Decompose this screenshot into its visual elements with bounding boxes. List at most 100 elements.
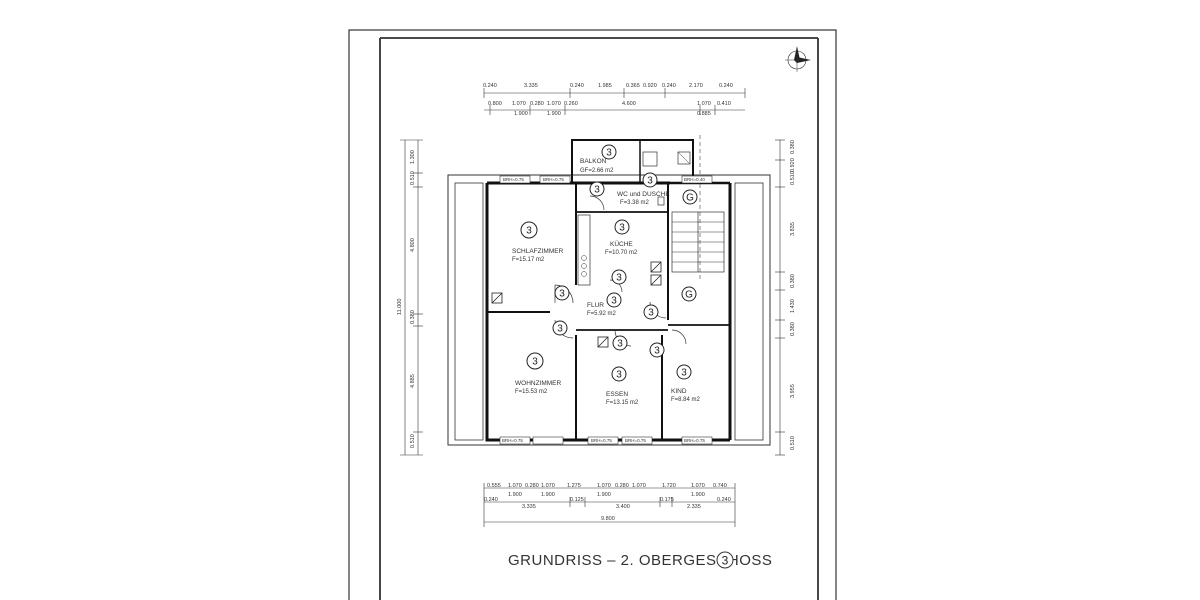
dim-bottom3-3: 0.125 [570, 497, 584, 503]
dim-bottom-5: 1.275 [567, 483, 581, 489]
dim-left-2: 0.510 [410, 171, 416, 185]
dim-top-1: 0.240 [483, 83, 497, 89]
kitchen-counter [577, 214, 591, 286]
bottom-dimensions: 0.555 1.070 0.280 1.070 1.275 1.070 0.28… [483, 483, 736, 527]
dim-bottom-3: 0.280 [525, 483, 539, 489]
unit-marker-3: 3 [616, 273, 622, 284]
room-area-wc: F=3.38 m2 [620, 200, 650, 206]
dim-bottom-6: 1.070 [597, 483, 611, 489]
sheet-border [348, 29, 837, 600]
dim-top-3: 0.240 [570, 83, 584, 89]
dim-right-7: 0.380 [790, 322, 796, 336]
window-label: BRH=0.75 [543, 177, 564, 182]
dim-top-8: 2.170 [689, 83, 703, 89]
unit-marker-3: 3 [559, 289, 565, 300]
dim-top2-3: 0.280 [530, 101, 544, 107]
dim-right-6: 1.430 [790, 299, 796, 313]
dim-top3-2: 1.900 [547, 111, 561, 117]
window-label: BRH=0.75 [684, 438, 705, 443]
dim-top-5: 0.365 [626, 83, 640, 89]
dim-right-4: 3.835 [790, 222, 796, 236]
room-area-kind: F=8.84 m2 [671, 397, 701, 403]
window-label: BRH=0.75 [591, 438, 612, 443]
dim-left-6: 0.510 [410, 434, 416, 448]
dim-left-3: 4.800 [410, 238, 416, 252]
dim-left-total: 11.000 [397, 299, 403, 315]
room-name-balkon: BALKON [580, 158, 607, 165]
dim-right-8: 3.955 [790, 384, 796, 398]
door-swing [589, 195, 605, 211]
dim-bottom-8: 1.070 [632, 483, 646, 489]
dim-top-7: 0.240 [662, 83, 676, 89]
room-name-essen: ESSEN [606, 391, 628, 398]
unit-marker-3: 3 [594, 185, 600, 196]
dim-bottom-total: 9.800 [601, 516, 615, 522]
dim-top2-2: 1.070 [512, 101, 526, 107]
dim-top2-6: 4.600 [622, 101, 636, 107]
room-name-flur: FLUR [587, 302, 604, 309]
unit-marker-3: 3 [654, 346, 660, 357]
dim-bottom-10: 1.070 [691, 483, 705, 489]
dim-bottom-9: 1.720 [662, 483, 676, 489]
dim-left-1: 1.300 [410, 150, 416, 164]
dim-right-9: 0.510 [790, 436, 796, 450]
unit-marker-3: 3 [606, 148, 612, 159]
dim-bottom3-5: 0.175 [660, 497, 674, 503]
dim-bottom-4: 1.070 [541, 483, 555, 489]
room-area-wohnzimmer: F=15.53 m2 [515, 389, 548, 395]
dim-top2-8: 0.410 [717, 101, 731, 107]
dim-top-9: 0.240 [719, 83, 733, 89]
dim-bottom2-3: 1.900 [597, 492, 611, 498]
dim-bottom-7: 0.280 [615, 483, 629, 489]
window-label: BRH=0.75 [625, 438, 646, 443]
right-dimensions: 0.380 0.920 0.510 3.835 0.380 1.430 0.38… [775, 139, 796, 456]
dim-left-4: 0.380 [410, 310, 416, 324]
window [587, 436, 619, 445]
unit-marker-g: G [685, 290, 693, 301]
window [621, 436, 653, 445]
unit-marker-3: 3 [681, 368, 687, 379]
dim-bottom2-1: 1.900 [508, 492, 522, 498]
window [681, 436, 713, 445]
room-name-wohnzimmer: WOHNZIMMER [515, 380, 562, 387]
window [532, 436, 564, 445]
dim-right-5: 0.380 [790, 274, 796, 288]
dim-right-2: 0.920 [790, 158, 796, 172]
dim-bottom3-6: 2.335 [687, 504, 701, 510]
room-name-kind: KIND [671, 388, 687, 395]
building-outline [447, 135, 771, 446]
title-unit-marker: 3 [716, 551, 734, 569]
room-name-kueche: KÜCHE [610, 240, 633, 248]
dim-left-5: 4.885 [410, 374, 416, 388]
title-unit-number: 3 [722, 554, 729, 568]
dim-bottom3-4: 3.400 [616, 504, 630, 510]
room-area-balkon: GF=2.66 m2 [580, 168, 614, 174]
room-area-essen: F=13.15 m2 [606, 400, 639, 406]
dim-top3-3: 0.885 [697, 111, 711, 117]
room-area-schlafzimmer: F=15.17 m2 [512, 257, 545, 263]
dim-top2-1: 0.800 [488, 101, 502, 107]
shower-icon [642, 151, 658, 167]
dim-right-1: 0.380 [790, 140, 796, 154]
dim-bottom-1: 0.555 [487, 483, 501, 489]
top-dimensions: 0.240 3.335 0.240 1.985 0.365 0.920 0.24… [483, 83, 746, 117]
unit-marker-3: 3 [648, 308, 654, 319]
unit-marker-g: G [686, 193, 694, 204]
drawing-title: GRUNDRISS – 2. OBERGESCHOSS [508, 552, 772, 569]
dim-top2-5: 0.260 [564, 101, 578, 107]
room-name-schlafzimmer: SCHLAFZIMMER [512, 248, 564, 255]
dim-bottom2-4: 1.900 [691, 492, 705, 498]
unit-marker-3: 3 [619, 223, 625, 234]
window [539, 175, 571, 184]
dim-bottom-2: 1.070 [508, 483, 522, 489]
dim-top3-1: 1.900 [514, 111, 528, 117]
dim-top-6: 0.920 [643, 83, 657, 89]
unit-marker-3: 3 [611, 296, 617, 307]
door-swing [671, 329, 687, 345]
window-label: BRH=0.75 [502, 438, 523, 443]
unit-marker-3: 3 [532, 357, 538, 368]
unit-marker-3: 3 [616, 370, 622, 381]
left-dimensions: 1.300 0.510 4.800 0.380 4.885 0.510 11.0… [397, 139, 423, 456]
window-label: BRH=0.75 [503, 177, 524, 182]
